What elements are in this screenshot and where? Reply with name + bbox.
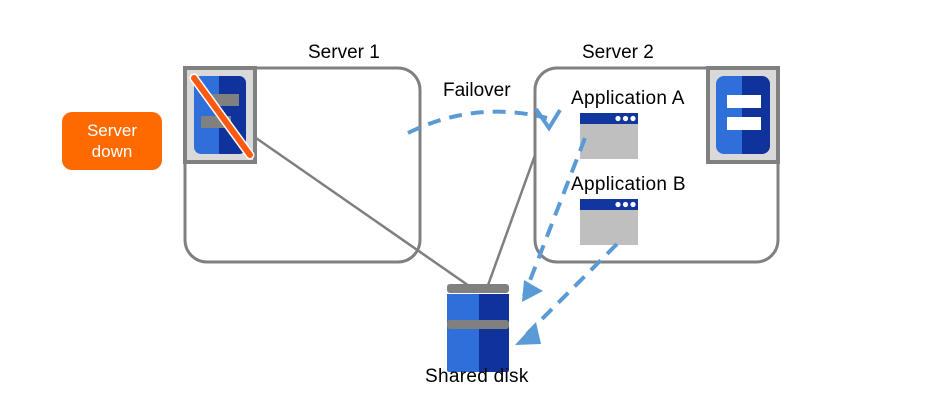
status-badge-line2: down	[91, 142, 133, 161]
connector-server1-disk	[229, 118, 473, 290]
app-b-to-disk-arrow	[515, 242, 619, 345]
connector-server2-disk	[485, 154, 537, 289]
failover-label: Failover	[443, 80, 511, 101]
app-window-icon-a[interactable]	[580, 113, 638, 159]
shared-disk-label: Shared disk	[425, 366, 529, 387]
server1-label: Server 1	[308, 42, 380, 63]
server-down-icon	[183, 66, 257, 164]
server-ok-icon	[706, 66, 780, 164]
application-a-label: Application A	[571, 88, 685, 109]
app-a-to-disk-arrow	[522, 137, 587, 302]
failover-arrow	[407, 107, 562, 135]
status-badge-line1: Server	[86, 121, 138, 140]
status-badge-server-down: Server down	[62, 112, 162, 170]
app-window-icon-b[interactable]	[580, 199, 638, 245]
disk-stack-icon[interactable]	[447, 284, 509, 372]
server2-label: Server 2	[582, 42, 654, 63]
application-b-label: Application B	[571, 174, 686, 195]
